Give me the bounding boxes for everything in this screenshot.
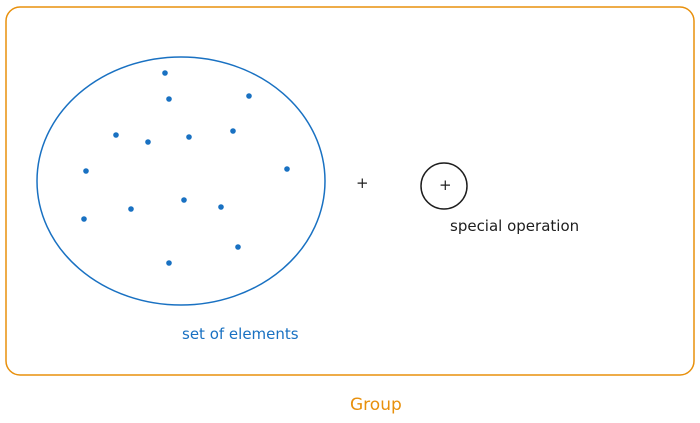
set-element-dot <box>81 216 87 222</box>
set-element-dot <box>230 128 236 134</box>
set-element-dot <box>145 139 151 145</box>
set-element-dot <box>128 206 134 212</box>
plus-sign: + <box>356 174 369 192</box>
set-element-dot <box>186 134 192 140</box>
set-element-dot <box>162 70 168 76</box>
set-label: set of elements <box>182 325 299 343</box>
set-element-dot <box>83 168 89 174</box>
set-element-dot <box>218 204 224 210</box>
set-element-dot <box>166 96 172 102</box>
set-element-dot <box>181 197 187 203</box>
set-element-dot <box>113 132 119 138</box>
operation-symbol: + <box>439 176 452 194</box>
set-element-dot <box>246 93 252 99</box>
set-element-dot <box>284 166 290 172</box>
operation-label: special operation <box>450 217 580 235</box>
set-element-dot <box>235 244 241 250</box>
set-element-dot <box>166 260 172 266</box>
set-circle <box>36 56 326 306</box>
group-label: Group <box>350 395 402 415</box>
group-boundary <box>5 6 695 376</box>
operation-circle <box>420 162 468 210</box>
